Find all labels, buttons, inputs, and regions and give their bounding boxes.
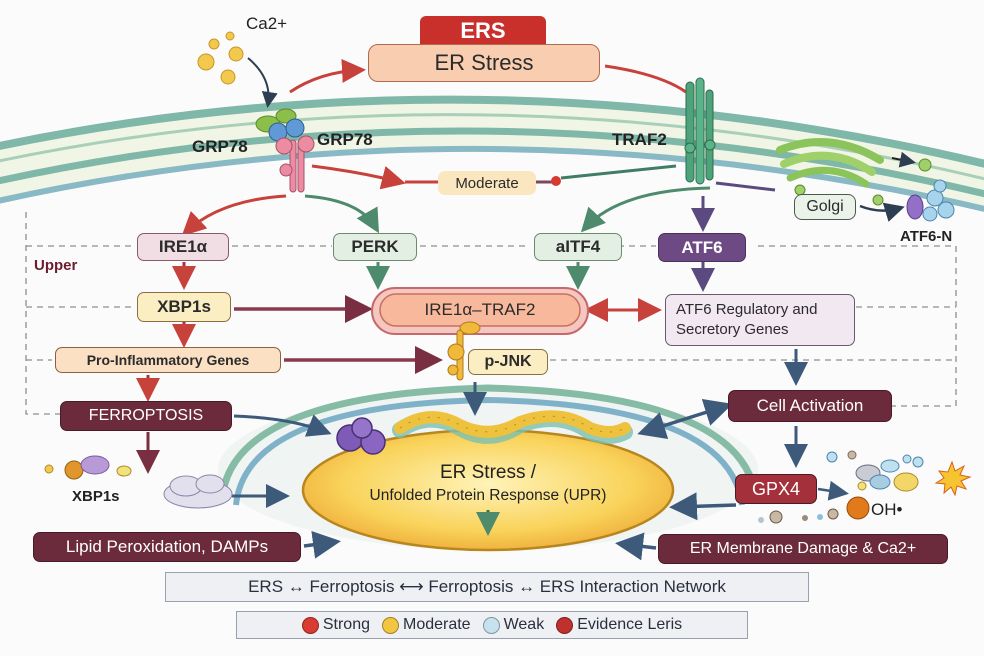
xbp1s-node[interactable]: XBP1s [137, 292, 231, 322]
ferroptosis-node[interactable]: FERROPTOSIS [60, 401, 232, 431]
region-frame [25, 212, 957, 415]
moderate-node-dot [551, 176, 561, 186]
pro-inflammatory-node[interactable]: Pro-Inflammatory Genes [55, 347, 281, 373]
pjnk-receptor-icon [447, 321, 481, 381]
er-stress-box: ER Stress [368, 44, 600, 82]
atf6n-protein-icon [906, 179, 955, 222]
er-membrane-damage-node[interactable]: ER Membrane Damage & Ca2+ [658, 534, 948, 564]
xbp1s-lower-label: XBP1s [72, 488, 120, 505]
legend-label: Weak [503, 616, 545, 633]
golgi-vesicle-arrow [891, 151, 916, 168]
er-stress-label: ER Stress [434, 50, 534, 75]
network-title: ERS ↔ Ferroptosis ⟷ Ferroptosis ↔ ERS In… [248, 577, 726, 596]
upr-title-line2: Unfolded Protein Response (UPR) [369, 487, 607, 504]
arrow-er-stress-to-traf2 [604, 64, 687, 94]
aitf4-node[interactable]: aITF4 [534, 233, 622, 261]
upper-region-label: Upper [34, 257, 78, 274]
grp78-right-label: GRP78 [317, 130, 373, 149]
arrow-grp78-moderate [311, 164, 406, 190]
traf2-receptor-icon [684, 77, 716, 185]
legend-swatch-icon [301, 616, 319, 634]
ers-badge: ERS [420, 16, 546, 46]
atf6-node[interactable]: ATF6 [658, 233, 746, 262]
golgi-to-atf6n-arrow [859, 202, 905, 222]
network-title-bar: ERS ↔ Ferroptosis ⟷ Ferroptosis ↔ ERS In… [165, 572, 809, 602]
purple-protein-icon [336, 417, 386, 455]
legend-item: Evidence Leris [556, 616, 682, 634]
arrow-gpx4-ros [817, 480, 849, 501]
ire1a-node[interactable]: IRE1α [137, 233, 229, 261]
ros-particles-icon [758, 450, 972, 524]
cell-activation-node[interactable]: Cell Activation [728, 390, 892, 422]
ire1a-traf2-node[interactable]: IRE1α–TRAF2 [424, 300, 536, 319]
traf2-to-golgi-line [715, 181, 776, 192]
legend-label: Strong [322, 616, 370, 633]
arrow-to-er-stress [289, 58, 366, 94]
arrow-cell-activation-chain [637, 399, 733, 439]
protein-chain-icon [392, 410, 633, 444]
arrow-ferroptosis-protein [233, 414, 332, 437]
ire1a-traf2-capsule [371, 287, 589, 335]
traf2-label: TRAF2 [612, 130, 667, 149]
arrow-lipid-upr [303, 530, 341, 559]
arrow-grp78-perk [304, 194, 379, 234]
atf6-genes-node[interactable]: ATF6 Regulatory and Secretory Genes [665, 294, 855, 346]
atf6-genes-line1: ATF6 Regulatory and [676, 301, 818, 318]
inhibit-line-traf2 [560, 164, 677, 180]
grp78-left-label: GRP78 [192, 137, 248, 156]
calcium-ions-icon [197, 31, 244, 85]
arrow-traf2-aitf4 [580, 186, 711, 233]
perk-node[interactable]: PERK [333, 233, 417, 261]
legend-swatch-icon [482, 616, 500, 634]
atf6-genes-line2: Secretory Genes [676, 321, 789, 338]
arrow-grp78-ire1a [181, 194, 287, 237]
legend-swatch-icon [381, 616, 399, 634]
evidence-legend: Strong Moderate Weak Evidence Leris [236, 611, 748, 639]
lipid-peroxidation-node[interactable]: Lipid Peroxidation, DAMPs [33, 532, 301, 562]
golgi-label: Golgi [794, 194, 856, 220]
legend-item: Moderate [381, 616, 471, 634]
moderate-tag: Moderate [438, 171, 536, 195]
legend-item: Weak [482, 616, 545, 634]
oh-radical-label: OH• [871, 500, 903, 519]
arrow-membrane-damage-upr [615, 532, 657, 561]
legend-item: Strong [301, 616, 370, 634]
atf6n-label: ATF6-N [900, 228, 953, 245]
legend-label: Moderate [402, 616, 471, 633]
upr-title-line1: ER Stress / [439, 462, 537, 483]
cloud-aggregate-icon [163, 474, 233, 509]
arrow-gpx4-upr [669, 492, 737, 521]
legend-swatch-icon [556, 616, 574, 634]
legend-label: Evidence Leris [577, 616, 683, 633]
calcium-arrow [247, 57, 278, 108]
golgi-icon [776, 138, 932, 206]
pjnk-node[interactable]: p-JNK [468, 349, 548, 375]
gpx4-node[interactable]: GPX4 [735, 474, 817, 504]
lipid-particles-icon [44, 455, 132, 480]
grp78-complex-icon [255, 108, 315, 193]
calcium-label: Ca2+ [246, 14, 288, 33]
